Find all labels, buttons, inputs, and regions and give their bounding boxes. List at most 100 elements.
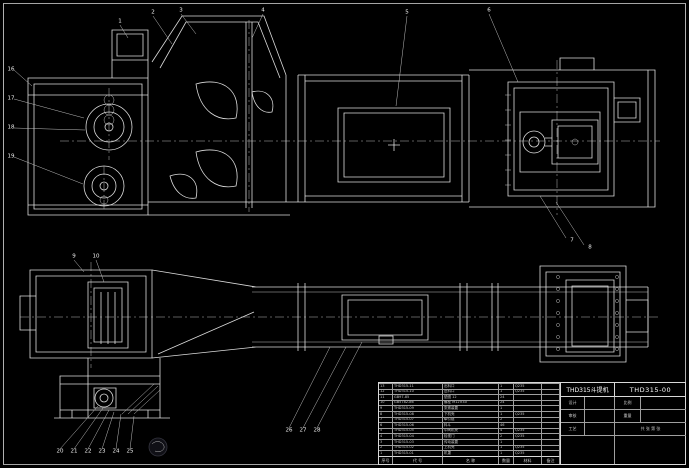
- bom-cell: THD315-05: [393, 427, 443, 434]
- center-lines: [20, 20, 660, 368]
- bom-cell: THD315-08: [393, 411, 443, 417]
- bom-cell: GB97-85: [393, 394, 443, 400]
- bom-cell: Q235: [514, 411, 542, 417]
- process-label: 工艺: [561, 423, 585, 436]
- bom-cell: 上机壳: [443, 444, 499, 451]
- bom-cell: THD315-01: [393, 450, 443, 456]
- bom-cell: 7: [379, 416, 393, 423]
- bom-cell: 检视门: [443, 433, 499, 440]
- title-block-blank-cell: [615, 436, 686, 464]
- bom-cell: GB5782-86: [393, 399, 443, 406]
- check-label: 审核: [561, 410, 585, 423]
- bom-cell: 10: [379, 399, 393, 406]
- bom-cell: 24: [499, 399, 514, 406]
- bom-cell: 螺栓 M12×40: [443, 399, 499, 406]
- bom-cell: 2: [379, 444, 393, 451]
- bom-cell: 1: [499, 383, 514, 389]
- bom-cell: 下机壳: [443, 411, 499, 417]
- sheet-count-label: 共 张 第 张: [615, 423, 686, 436]
- bom-cell: 1: [379, 450, 393, 456]
- bom-cell: Q235: [514, 388, 542, 395]
- bom-cell: [542, 433, 560, 440]
- bom-cell: 材料: [514, 456, 542, 464]
- bom-cell: 1: [499, 411, 514, 417]
- bom-cell: [514, 399, 542, 406]
- bom-cell: 5: [379, 427, 393, 434]
- bom-cell: 牵引链: [443, 416, 499, 423]
- stamp-mark: [149, 438, 167, 456]
- bom-cell: [542, 388, 560, 395]
- bom-header-row: 序号代 号名 称数量材料备注: [379, 456, 560, 464]
- bom-cell: [542, 405, 560, 412]
- bom-cell: 1: [499, 439, 514, 445]
- bom-cell: 料斗: [443, 422, 499, 428]
- bom-cell: THD315-11: [393, 383, 443, 389]
- bom-cell: 中间机壳: [443, 427, 499, 434]
- bom-cell: Q235: [514, 383, 542, 389]
- bom-cell: 13: [379, 383, 393, 389]
- bom-cell: THD315-04: [393, 433, 443, 440]
- bom-cell: 序号: [379, 456, 393, 464]
- bom-cell: 进料口: [443, 388, 499, 395]
- bom-cell: [514, 394, 542, 400]
- bom-cell: 4: [499, 427, 514, 434]
- bom-cell: THD315-06: [393, 422, 443, 428]
- bom-cell: 机罩: [443, 450, 499, 456]
- bom-cell: Q235: [514, 450, 542, 456]
- company-cell: [561, 436, 615, 464]
- bom-cell: 出料口: [443, 383, 499, 389]
- weight-label: 重量: [615, 410, 641, 423]
- bom-cell: 1: [499, 444, 514, 451]
- bom-cell: 传动装置: [443, 439, 499, 445]
- bottom-view: [20, 266, 648, 418]
- bom-cell: 11: [379, 394, 393, 400]
- bom-cell: 2: [499, 416, 514, 423]
- bom-cell: THD315-03: [393, 439, 443, 445]
- bom-cell: Q235: [514, 444, 542, 451]
- bom-cell: 代 号: [393, 456, 443, 464]
- bom-cell: 1: [499, 450, 514, 456]
- bom-cell: [542, 411, 560, 417]
- bom-cell: [514, 439, 542, 445]
- bom-cell: 9: [379, 405, 393, 412]
- bom-cell: [542, 450, 560, 456]
- bom-cell: THD315-10: [393, 388, 443, 395]
- bom-cell: [542, 422, 560, 428]
- bom-cell: 24: [499, 394, 514, 400]
- bom-cell: 6: [379, 422, 393, 428]
- drawing-number: THD315-00: [615, 383, 686, 397]
- bom-cell: [514, 405, 542, 412]
- bom-cell: Q235: [514, 433, 542, 440]
- bom-cell: 垫圈 12: [443, 394, 499, 400]
- bom-cell: THD315-07: [393, 416, 443, 423]
- design-signature-cell: [585, 397, 615, 410]
- bom-cell: 3: [379, 439, 393, 445]
- bom-cell: 1: [499, 405, 514, 412]
- bom-cell: 4: [379, 433, 393, 440]
- bom-cell: 12: [379, 388, 393, 395]
- weight-value-cell: [641, 410, 686, 423]
- bom-cell: [542, 394, 560, 400]
- bom-cell: [542, 427, 560, 434]
- bom-cell: [514, 416, 542, 423]
- scale-value-cell: [641, 397, 686, 410]
- bom-cell: 数量: [499, 456, 514, 464]
- leader-lines: [14, 14, 584, 449]
- check-signature-cell: [585, 410, 615, 423]
